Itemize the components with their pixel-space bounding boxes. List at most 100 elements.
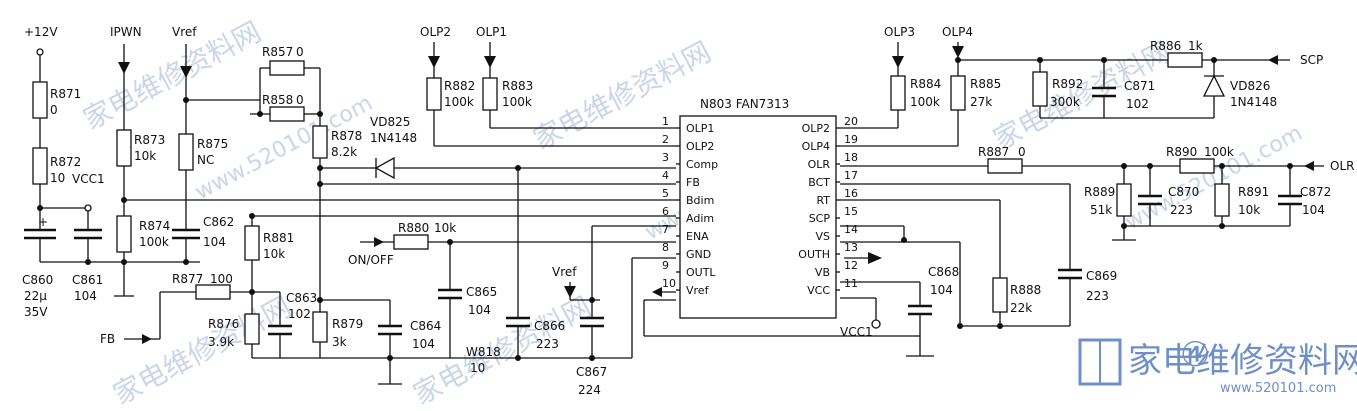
r857-r858-block: R857 0 R858 0 R878 8.2k VD825 1N4148 — [250, 45, 676, 312]
ref-r877: R877 — [172, 272, 203, 286]
val-c869: 223 — [1086, 289, 1109, 303]
ic-pin-number: 3 — [662, 151, 669, 164]
val-c863: 102 — [288, 307, 311, 321]
ic-pin-number: 14 — [844, 223, 858, 236]
ref-r858: R858 — [262, 93, 293, 107]
ic-pin-number: 12 — [844, 259, 858, 272]
ref-w818: W818 — [466, 345, 501, 359]
val-r891: 10k — [1238, 203, 1260, 217]
ic-pin-number: 16 — [844, 187, 858, 200]
svg-text:+: + — [38, 215, 48, 229]
resistor-r858 — [269, 106, 305, 122]
resistor-r885 — [950, 75, 966, 111]
ref-r875: R875 — [197, 137, 228, 151]
val-r876: 3.9k — [208, 335, 234, 349]
ref-r871: R871 — [50, 87, 81, 101]
ref-c863: C863 — [286, 291, 317, 305]
olp-inputs: OLP2 R882 100k OLP1 R883 100k OLP3 R884 … — [420, 25, 1001, 147]
diode-vd826 — [1202, 74, 1226, 97]
watermark-text: 家电维修资料网 — [108, 290, 297, 411]
ref-c870: C870 — [1168, 185, 1199, 199]
ic-pin-number: 5 — [662, 187, 669, 200]
olr-network: R887 0 R890 100k OLR R889 51k C870 223 R… — [840, 145, 1354, 241]
ic-pin-number: 17 — [844, 169, 858, 182]
ref-r879: R879 — [332, 317, 363, 331]
ref-r890: R890 — [1166, 145, 1197, 159]
resistor-r877 — [195, 284, 231, 300]
ref-vd826: VD826 — [1230, 79, 1270, 93]
ic-body — [679, 115, 837, 319]
resistor-r891 — [1214, 183, 1230, 217]
watermark-text: 家电维修资料网 — [988, 35, 1177, 156]
val-c866: 223 — [536, 337, 559, 351]
val-r884: 100k — [910, 95, 940, 109]
ic-pin-number: 20 — [844, 115, 858, 128]
val-r887: 0 — [1018, 145, 1026, 159]
val-c871: 102 — [1126, 97, 1149, 111]
logo-block: ④ 家电维修资料网 www.520101.com — [1078, 335, 1357, 396]
resistor-r880 — [393, 234, 429, 250]
ref-c871: C871 — [1124, 79, 1155, 93]
val-c865: 104 — [468, 303, 491, 317]
ic-pin-name: OUTH — [798, 248, 830, 261]
ic-pins: 1OLP12OLP23Comp4FB5Bdim6Adim7ENA8GND9OUT… — [662, 115, 858, 297]
ref-c862: C862 — [203, 215, 234, 229]
ic-pin-number: 18 — [844, 151, 858, 164]
resistor-r876 — [244, 313, 260, 345]
val-c868: 104 — [930, 283, 953, 297]
ref-c861: C861 — [72, 273, 103, 287]
resistor-r857 — [269, 60, 305, 76]
resistor-r872 — [32, 147, 48, 185]
val-r889: 51k — [1090, 203, 1112, 217]
label-ipwn: IPWN — [110, 25, 142, 39]
ic-pin-number: 7 — [662, 223, 669, 236]
resistor-r889 — [1116, 183, 1132, 217]
watermark-text: 家电维修资料网 — [408, 290, 597, 411]
ic-pin-number: 6 — [662, 205, 669, 218]
ipwn-branch: IPWN R873 10k R874 100k — [110, 25, 676, 297]
resistor-r881 — [244, 225, 260, 261]
val-r879: 3k — [332, 335, 347, 349]
ic-pin-name: BCT — [808, 176, 830, 189]
ref-r880: R880 — [398, 221, 429, 235]
logo-text: 家电维修资料网 — [1128, 341, 1357, 381]
label-olp4: OLP4 — [942, 25, 973, 39]
ref-c864: C864 — [410, 319, 441, 333]
ref-r885: R885 — [970, 77, 1001, 91]
fb-network: FB R877 100 R876 3.9k C863 102 R879 3k C… — [100, 272, 441, 385]
val-r886: 1k — [1188, 39, 1203, 53]
scp-network: R886 1k SCP R892 300k C871 102 VD826 1N4… — [958, 39, 1323, 119]
label-vref2: Vref — [552, 265, 577, 279]
ic-title: N803 FAN7313 — [700, 97, 789, 111]
ref-c867: C867 — [576, 365, 607, 379]
ref-c860: C860 — [22, 273, 53, 287]
resistor-r874 — [116, 215, 132, 253]
val-c860: 22μ — [24, 289, 47, 303]
ic-pin-name: GND — [686, 248, 711, 261]
label-onoff: ON/OFF — [348, 253, 394, 267]
ic-pin-name: Comp — [686, 158, 718, 171]
val-c862: 104 — [203, 235, 226, 249]
resistor-r883 — [482, 77, 498, 111]
label-vcc1-out: VCC1 — [840, 325, 873, 339]
val-r878: 8.2k — [331, 145, 357, 159]
resistor-r890 — [1179, 158, 1215, 174]
supply-12v-branch: +12V R871 0 R872 10 VCC1 + C860 22μ 35V … — [22, 25, 200, 319]
ref-r889: R889 — [1084, 185, 1115, 199]
val-r880: 10k — [434, 221, 456, 235]
label-12v: +12V — [24, 25, 58, 39]
resistor-r886 — [1167, 52, 1203, 68]
resistor-r879 — [312, 311, 328, 343]
val-r888: 22k — [1010, 301, 1032, 315]
ref-r887: R887 — [978, 145, 1009, 159]
bdim-r881-block: R881 10k — [244, 213, 676, 295]
ref-c869: C869 — [1086, 269, 1117, 283]
val-r881: 10k — [263, 247, 285, 261]
label-olr: OLR — [1330, 159, 1354, 173]
val-r873: 10k — [134, 149, 156, 163]
val-c872: 104 — [1302, 203, 1325, 217]
ref-r878: R878 — [331, 129, 362, 143]
ref-r881: R881 — [263, 231, 294, 245]
ic-pin-number: 8 — [662, 241, 669, 254]
ic-pin-name: RT — [816, 194, 830, 207]
